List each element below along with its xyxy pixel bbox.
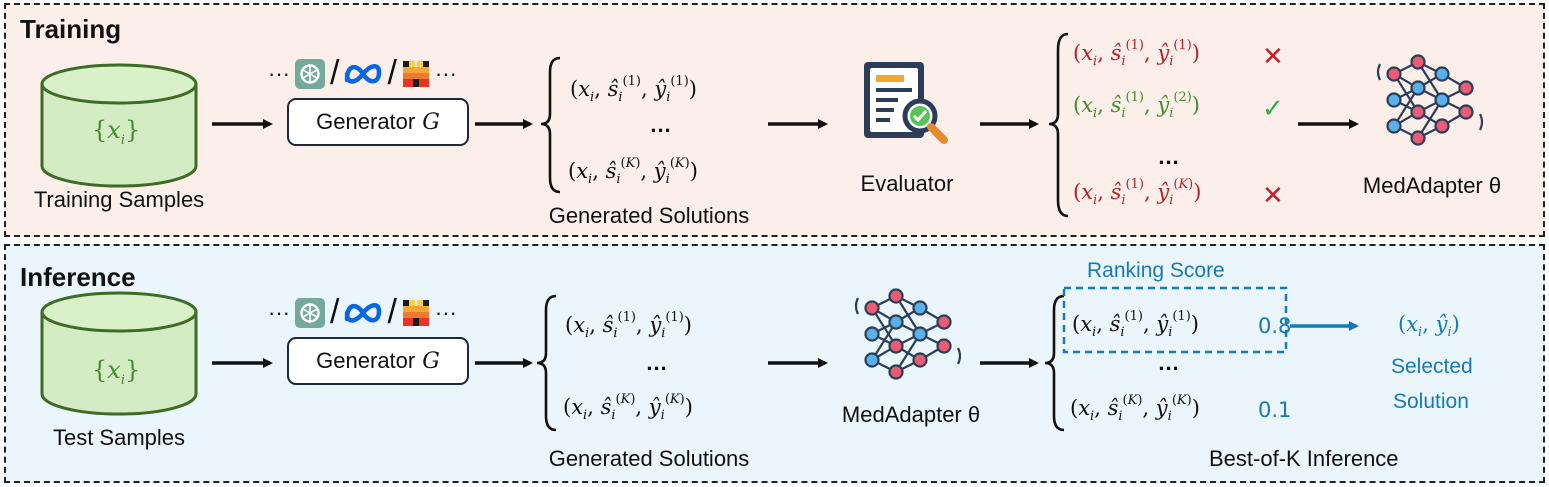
inference-db-label: {xi} — [92, 356, 141, 388]
meta-icon — [345, 63, 382, 84]
mistral-icon — [402, 60, 429, 87]
cross-icon: ✕ — [1262, 42, 1284, 72]
slash-divider: / — [329, 293, 340, 331]
check-icon: ✓ — [1262, 94, 1284, 124]
ranked-solution-1: (xi, ŝi(1), ŷi(1)) — [1072, 309, 1199, 341]
ranked-ellipsis: ... — [1158, 350, 1180, 375]
eval-solution-k: (xi, ŝi(1), ŷi(K)) — [1073, 177, 1202, 209]
generator-var: G — [422, 348, 440, 374]
inference-models-row: ··· / / ··· — [268, 293, 457, 332]
ranking-score-label: Ranking Score — [1087, 259, 1225, 282]
selected-label-line1: Selected — [1391, 355, 1473, 378]
training-db-label: {xi} — [92, 116, 141, 148]
training-solution-k: (xi, ŝi(K), ŷi(K)) — [568, 156, 698, 188]
training-solutions-label: Generated Solutions — [548, 203, 750, 228]
eval-solution-1: (xi, ŝi(1), ŷi(1)) — [1073, 38, 1200, 70]
generator-var: G — [422, 109, 440, 135]
slash-divider: / — [387, 293, 397, 331]
eval-solution-2: (xi, ŝi(1), ŷi(2)) — [1073, 90, 1200, 122]
training-solution-1: (xi, ŝi(1), ŷi(1)) — [570, 74, 697, 106]
evaluator-icon — [864, 62, 948, 144]
inference-solution-k: (xi, ŝi(K), ŷi(K)) — [563, 392, 693, 424]
training-adapter-label: MedAdapter θ — [1362, 173, 1502, 198]
ranking-highlight-box — [1062, 286, 1288, 354]
model-ellipsis: ··· — [268, 60, 290, 86]
inference-title: Inference — [20, 262, 136, 292]
database-icon — [40, 63, 198, 188]
chatgpt-icon — [294, 297, 325, 328]
neural-network-icon — [854, 288, 962, 380]
training-samples-label: Training Samples — [33, 187, 205, 212]
generator-label: Generator — [316, 348, 416, 373]
model-ellipsis: ··· — [268, 299, 290, 325]
training-solutions-ellipsis: ... — [650, 112, 672, 137]
training-models-row: ··· / / ··· — [268, 54, 457, 93]
best-of-k-label: Best-of-K Inference — [1209, 446, 1399, 471]
eval-ellipsis: ... — [1158, 144, 1180, 169]
inference-adapter-label: MedAdapter θ — [841, 402, 981, 427]
database-icon — [40, 291, 198, 416]
brace-train-solutions — [540, 56, 561, 194]
slash-divider: / — [329, 54, 340, 92]
model-ellipsis: ··· — [434, 299, 457, 325]
training-panel — [4, 3, 1545, 237]
slash-divider: / — [387, 54, 397, 92]
inference-solution-1: (xi, ŝi(1), ŷi(1)) — [565, 310, 692, 342]
mistral-icon — [402, 299, 429, 326]
brace-infer-solutions — [536, 294, 557, 432]
test-samples-label: Test Samples — [52, 425, 186, 450]
cross-icon: ✕ — [1262, 181, 1284, 211]
evaluator-label: Evaluator — [860, 171, 954, 196]
model-ellipsis: ··· — [434, 60, 457, 86]
selected-label-line2: Solution — [1393, 390, 1469, 413]
brace-train-evaluated — [1048, 32, 1069, 218]
selected-pair: (xi, ŷi) — [1398, 312, 1460, 341]
score-bottom: 0.1 — [1258, 398, 1292, 422]
brace-infer-ranked — [1044, 294, 1065, 432]
training-title: Training — [20, 14, 122, 44]
inference-solutions-ellipsis: ... — [646, 350, 668, 375]
generator-label: Generator — [316, 109, 416, 134]
inference-solutions-label: Generated Solutions — [548, 446, 750, 471]
neural-network-icon — [1376, 54, 1484, 146]
chatgpt-icon — [294, 58, 325, 89]
meta-icon — [345, 302, 382, 323]
ranked-solution-k: (xi, ŝi(K), ŷi(K)) — [1070, 393, 1200, 425]
